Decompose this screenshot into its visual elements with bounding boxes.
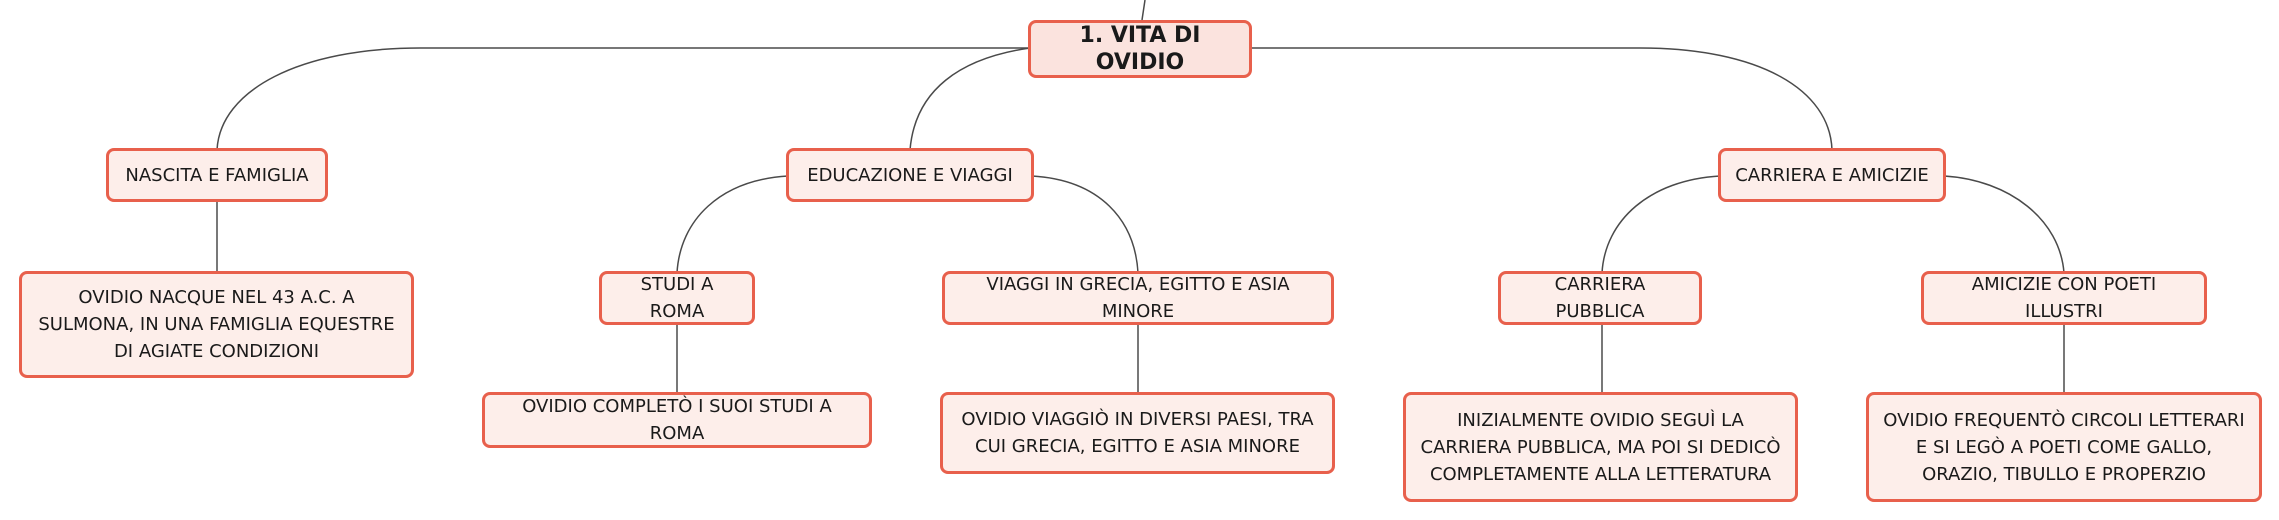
subbranch-node-label: AMICIZIE CON POETI ILLUSTRI — [1971, 274, 2157, 322]
connector-carriera-pubblica — [1601, 175, 1721, 274]
detail-node-text: INIZIALMENTE OVIDIO SEGUÌ LA CARRIERA PU… — [1420, 409, 1781, 485]
subbranch-node-viaggi[interactable]: VIAGGI IN GRECIA, EGITTO E ASIA MINORE — [942, 271, 1334, 325]
connector-educazione-viaggi — [1031, 175, 1139, 274]
branch-node-educazione[interactable]: EDUCAZIONE E VIAGGI — [786, 148, 1034, 202]
detail-node-text: OVIDIO VIAGGIÒ IN DIVERSI PAESI, TRA CUI… — [961, 409, 1314, 457]
branch-node-label: CARRIERA E AMICIZIE — [1735, 164, 1929, 186]
detail-node-text: OVIDIO COMPLETÒ I SUOI STUDI A ROMA — [522, 396, 832, 444]
detail-node-text: OVIDIO NACQUE NEL 43 A.C. A SULMONA, IN … — [38, 287, 395, 362]
subbranch-node-label: CARRIERA PUBBLICA — [1554, 274, 1646, 322]
subbranch-node-label: STUDI A ROMA — [640, 274, 714, 322]
subbranch-node-amicizie[interactable]: AMICIZIE CON POETI ILLUSTRI — [1921, 271, 2207, 325]
branch-node-nascita[interactable]: NASCITA E FAMIGLIA — [106, 148, 328, 202]
connector-root-educazione — [909, 47, 1031, 151]
subbranch-node-label: VIAGGI IN GRECIA, EGITTO E ASIA MINORE — [986, 274, 1290, 322]
detail-node-studi[interactable]: OVIDIO COMPLETÒ I SUOI STUDI A ROMA — [482, 392, 872, 448]
root-node-label: 1. VITA DI OVIDIO — [1079, 23, 1201, 75]
connector-carriera-amicizie — [1943, 175, 2065, 274]
branch-node-label: NASCITA E FAMIGLIA — [125, 164, 309, 186]
detail-node-text: OVIDIO FREQUENTÒ CIRCOLI LETTERARI E SI … — [1883, 409, 2245, 485]
root-node[interactable]: 1. VITA DI OVIDIO — [1028, 20, 1252, 78]
subbranch-node-pubblica[interactable]: CARRIERA PUBBLICA — [1498, 271, 1702, 325]
detail-node-viaggi[interactable]: OVIDIO VIAGGIÒ IN DIVERSI PAESI, TRA CUI… — [940, 392, 1335, 474]
branch-node-carriera[interactable]: CARRIERA E AMICIZIE — [1718, 148, 1946, 202]
subbranch-node-studi[interactable]: STUDI A ROMA — [599, 271, 755, 325]
detail-node-nascita[interactable]: OVIDIO NACQUE NEL 43 A.C. A SULMONA, IN … — [19, 271, 414, 378]
connector-root-nascita — [216, 47, 1030, 151]
branch-node-label: EDUCAZIONE E VIAGGI — [807, 164, 1013, 186]
connector-educazione-studi — [676, 175, 789, 274]
detail-node-pubblica[interactable]: INIZIALMENTE OVIDIO SEGUÌ LA CARRIERA PU… — [1403, 392, 1798, 502]
connector-root-carriera — [1252, 47, 1833, 151]
connector-root-up — [1141, 0, 1146, 21]
detail-node-amicizie[interactable]: OVIDIO FREQUENTÒ CIRCOLI LETTERARI E SI … — [1866, 392, 2262, 502]
